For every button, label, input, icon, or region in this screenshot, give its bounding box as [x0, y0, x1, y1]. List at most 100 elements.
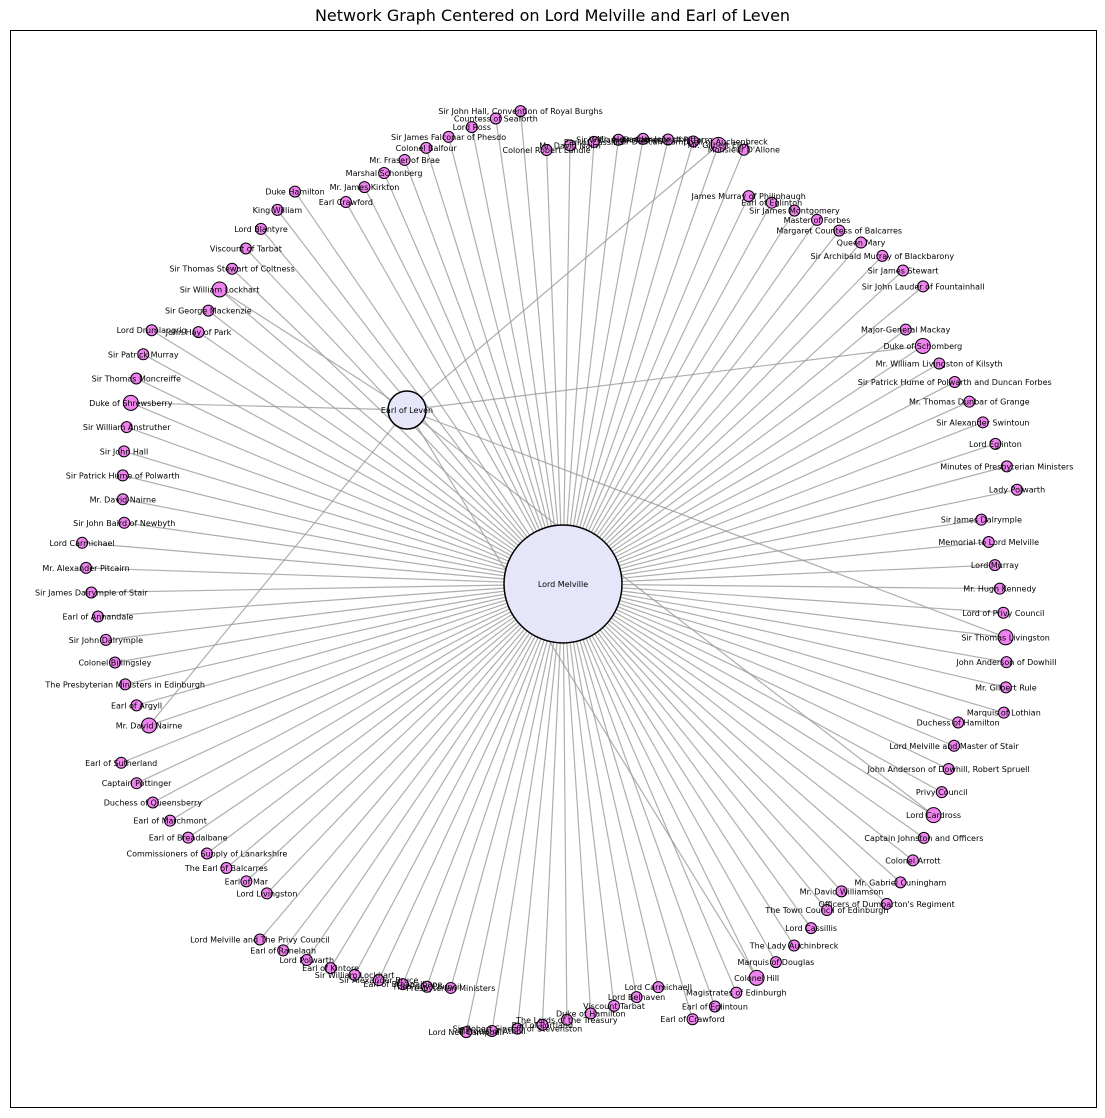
node-sir-patrick-hume-of-polwarth[interactable]: [116, 469, 129, 482]
node-the-lady-auchinbreck[interactable]: [788, 939, 801, 952]
node-captain-johnston-and-officers[interactable]: [917, 831, 930, 844]
node-lord-cardross[interactable]: [925, 807, 942, 824]
node-d-carnegie-of-pittarro[interactable]: [662, 133, 675, 146]
node-mr-william-livingston-of-kilsyth[interactable]: [933, 357, 946, 370]
node-lord-belhaven[interactable]: [630, 991, 643, 1004]
node-sir-thomas-moncreiffe[interactable]: [130, 372, 143, 385]
node-sir-john-lauder-of-fountainhall[interactable]: [917, 280, 930, 293]
node-duke-of-schomberg[interactable]: [914, 337, 931, 354]
node-sir-james-stewart[interactable]: [897, 264, 910, 277]
node-earl-of-breadalbane[interactable]: [396, 978, 409, 991]
node-sir-alexander-swintoun[interactable]: [976, 416, 989, 429]
node-queen-mary[interactable]: [855, 236, 868, 249]
node-mr-gabriel-cuningham[interactable]: [894, 876, 907, 889]
node-duke-of-shrewsberry[interactable]: [122, 394, 139, 411]
node-the-earl-of-balcarres[interactable]: [220, 862, 233, 875]
node-colonel-arrott[interactable]: [906, 854, 919, 867]
node-mr-david-williamson[interactable]: [835, 885, 848, 898]
node-lord-livingston[interactable]: [260, 887, 273, 900]
node-magistrates-of-edinburgh[interactable]: [730, 986, 743, 999]
node-captain-pottinger[interactable]: [130, 777, 143, 790]
node-sir-james-montgomery[interactable]: [788, 204, 801, 217]
node-sir-archibald-murray-of-blackbarony[interactable]: [876, 249, 889, 262]
node-duchess-of-hamilton[interactable]: [952, 716, 965, 729]
node-mr-gilbert-eliot[interactable]: [710, 136, 727, 153]
node-sir-james-falconar-of-phesdo[interactable]: [442, 130, 455, 143]
node-duke-hamilton[interactable]: [289, 185, 302, 198]
node-john-hay-of-park[interactable]: [192, 326, 205, 339]
node-duke-of-hamilton[interactable]: [584, 1007, 597, 1020]
node-the-lords-of-the-treasury[interactable]: [560, 1013, 573, 1026]
node-sir-thomas-livingston[interactable]: [997, 629, 1014, 646]
node-marquis-of-lothian[interactable]: [997, 706, 1010, 719]
node-colonel-balfour[interactable]: [420, 141, 433, 154]
node-countess-of-seaforth[interactable]: [489, 112, 502, 125]
node-mr-david-nairne[interactable]: [140, 717, 157, 734]
node-sir-william-anstuther[interactable]: [612, 133, 625, 146]
node-sir-william-lockhart[interactable]: [348, 968, 361, 981]
node-lord-polwarth[interactable]: [300, 953, 313, 966]
node-lord-blantyre[interactable]: [255, 222, 268, 235]
node-sir-patrick-hume-of-polwarth-and-duncan-forbes[interactable]: [948, 376, 961, 389]
node-earl-of-mar[interactable]: [240, 875, 253, 888]
node-sir-john-baird-of-newbyth[interactable]: [118, 516, 131, 529]
node-sir-james-dalrymple[interactable]: [975, 513, 988, 526]
node-officers-of-dumbarton-s-regiment[interactable]: [880, 897, 893, 910]
node-duchess-of-queensberry[interactable]: [146, 796, 159, 809]
node-viscount-tarbat[interactable]: [607, 999, 620, 1012]
node-earl-of-eglintoun[interactable]: [708, 1000, 721, 1013]
hub-node-melville[interactable]: [503, 524, 623, 644]
node-lord-melville-and-the-privy-council[interactable]: [253, 933, 266, 946]
node-the-town-council-of-edinburgh[interactable]: [820, 904, 833, 917]
node-king-william[interactable]: [271, 203, 284, 216]
node-colonel-billingsley[interactable]: [108, 656, 121, 669]
node-sir-george-mackenzie[interactable]: [202, 304, 215, 317]
node-sir-james-dalrymple-of-stair[interactable]: [85, 586, 98, 599]
node-sir-william-anstruther[interactable]: [120, 421, 133, 434]
node-master-of-forbes[interactable]: [810, 213, 823, 226]
node-earl-of-eglinton[interactable]: [765, 196, 778, 209]
hub-node-leven[interactable]: [387, 390, 427, 430]
node-monsieur-d-allone[interactable]: [737, 143, 750, 156]
node-memorial-to-lord-melville[interactable]: [982, 536, 995, 549]
node-marshal-schonberg[interactable]: [378, 167, 391, 180]
node-earl-of-ranelagh[interactable]: [277, 944, 290, 957]
node-mr-gilbert-rule[interactable]: [999, 681, 1012, 694]
node-lord-melville-and-master-of-stair[interactable]: [948, 739, 961, 752]
node-major-general-mackay[interactable]: [899, 323, 912, 336]
node-lord-murray[interactable]: [988, 559, 1001, 572]
node-minutes-of-presbyterian-ministers[interactable]: [1000, 460, 1013, 473]
node-lord-ross[interactable]: [465, 121, 478, 134]
node-earl-of-breadalbane[interactable]: [182, 831, 195, 844]
node-viscount-of-tarbat[interactable]: [239, 242, 252, 255]
node-colonel-hill[interactable]: [748, 969, 765, 986]
node-margaret-countess-of-balcarres[interactable]: [833, 224, 846, 237]
node-marquis-of-atholl[interactable]: [485, 1025, 498, 1038]
node-sir-john-hall-convention-of-royal-burghs[interactable]: [514, 105, 527, 118]
node-colonel-robert-lundie[interactable]: [540, 144, 553, 157]
node-the-presbyterian-ministers-in-edinburgh[interactable]: [119, 678, 132, 691]
node-earl-of-marchmont[interactable]: [164, 814, 177, 827]
node-sir-alexander-bruce[interactable]: [372, 974, 385, 987]
node-lord-neil-campbell[interactable]: [460, 1026, 473, 1039]
node-sir-patrick-murray[interactable]: [137, 348, 150, 361]
node-earl-of-annandale[interactable]: [91, 610, 104, 623]
node-lord-eglinton[interactable]: [989, 437, 1002, 450]
node-earl-of-crawford[interactable]: [686, 1013, 699, 1026]
node-john-anderson-of-dowhill[interactable]: [1000, 656, 1013, 669]
node-sir-john-hall[interactable]: [118, 445, 131, 458]
node-mr-david-nairne[interactable]: [116, 493, 129, 506]
node-earl-of-kintore[interactable]: [324, 962, 337, 975]
node-john-anderson-of-dowhill-robert-spruell[interactable]: [942, 762, 955, 775]
node-lord-carmichaell[interactable]: [652, 981, 665, 994]
node-sir-robert-sinclair-of-stevenston[interactable]: [511, 1022, 524, 1035]
node-earl-of-argyll[interactable]: [130, 699, 143, 712]
node-sir-john-dalrymple[interactable]: [99, 633, 112, 646]
node-commissioners-of-supply-of-lanarkshire[interactable]: [200, 847, 213, 860]
node-marquis-of-douglas[interactable]: [769, 956, 782, 969]
node-earl-of-portland[interactable]: [536, 1018, 549, 1031]
node-lady-polwarth[interactable]: [1010, 483, 1023, 496]
node-mr-david-nairn[interactable]: [564, 139, 577, 152]
node-presbyterian-ministers[interactable]: [444, 981, 457, 994]
node-sir-duncan-campbell-of-auchenbreck[interactable]: [687, 135, 700, 148]
